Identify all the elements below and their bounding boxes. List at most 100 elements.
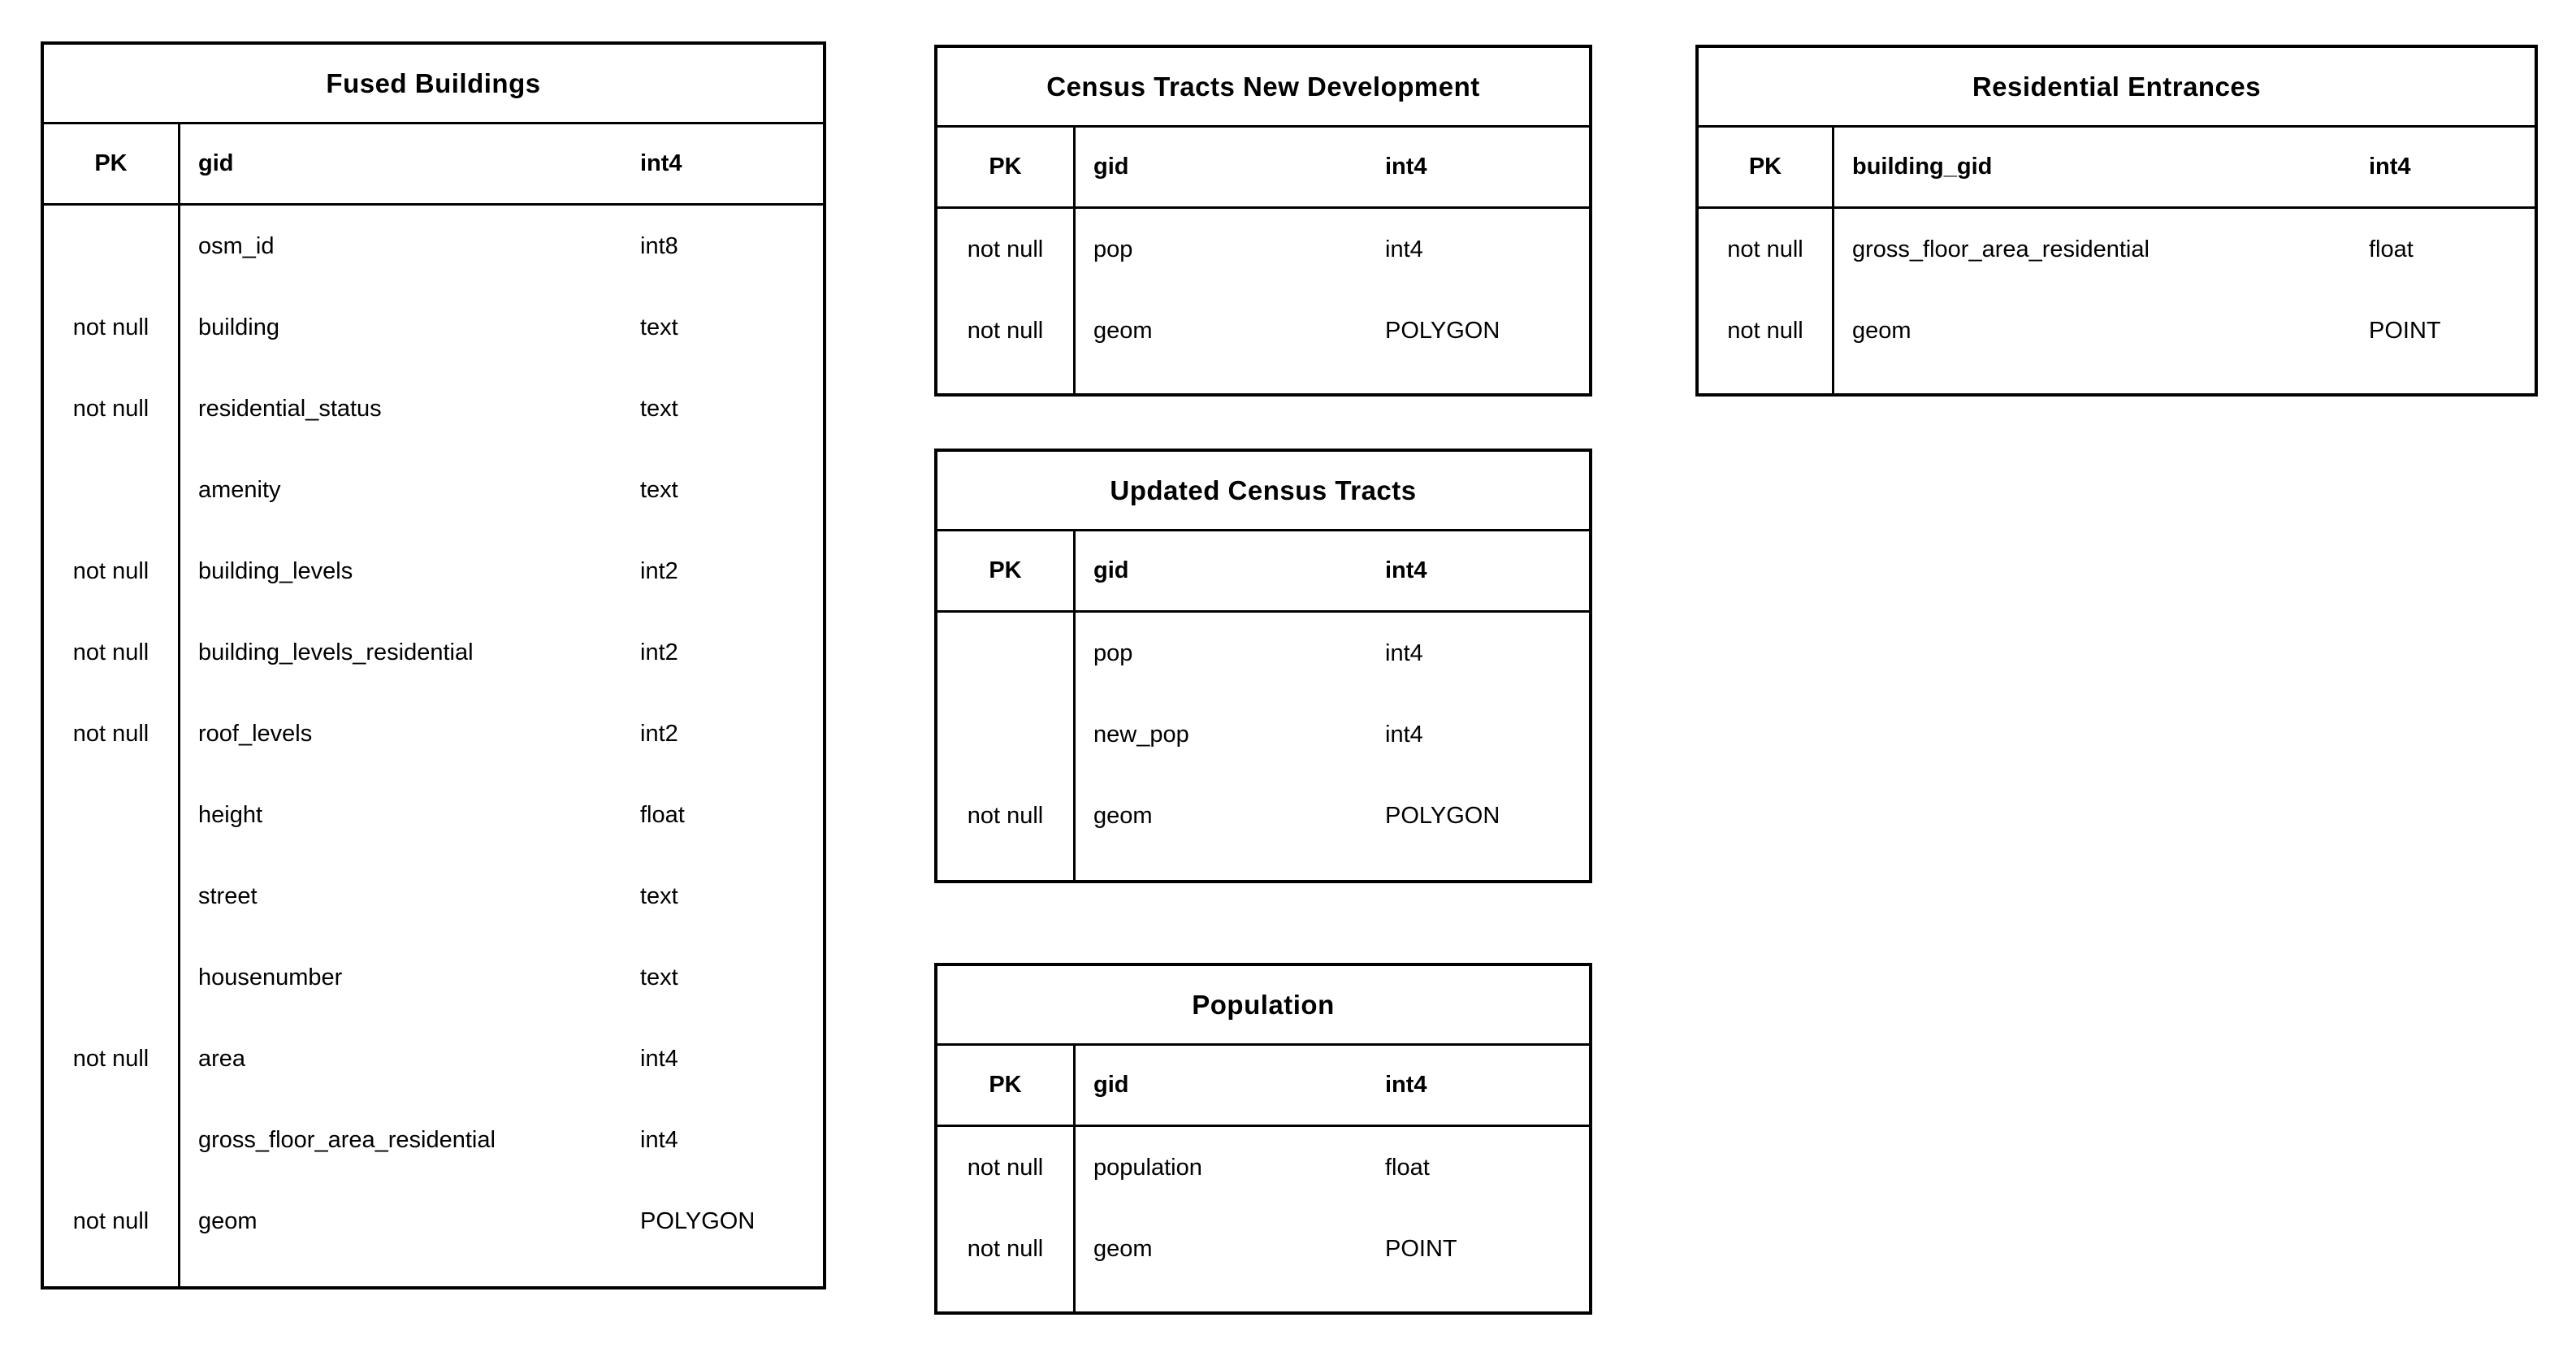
field-name-cell: geom bbox=[1852, 317, 1911, 344]
field-name-cell: new_pop bbox=[1093, 721, 1189, 748]
constraint-cell bbox=[44, 937, 180, 1018]
constraint-cell: not null bbox=[1699, 209, 1834, 290]
field-type-cell: text bbox=[640, 476, 678, 503]
constraint-cell: not null bbox=[44, 1181, 180, 1262]
field-name-cell: gross_floor_area_residential bbox=[1852, 236, 2150, 262]
field-type-cell: float bbox=[1385, 1154, 1430, 1181]
field-name-cell: gross_floor_area_residential bbox=[198, 1126, 496, 1153]
field-type-cell: float bbox=[2369, 236, 2414, 262]
field-type-cell: int4 bbox=[1385, 639, 1423, 666]
table-row: pop int4 bbox=[937, 613, 1589, 694]
table-row: not null population float bbox=[937, 1127, 1589, 1208]
field-name-cell: height bbox=[198, 801, 263, 828]
table-updated-census-tracts: Updated Census Tracts PK gid int4 pop in… bbox=[934, 449, 1592, 883]
pk-header-cell: PK bbox=[44, 124, 180, 203]
constraint-cell: not null bbox=[1699, 290, 1834, 371]
field-type-cell: float bbox=[640, 801, 685, 828]
table-row: not null area int4 bbox=[44, 1018, 823, 1099]
constraint-cell: not null bbox=[937, 1208, 1076, 1289]
field-type-cell: POLYGON bbox=[640, 1207, 755, 1234]
key-column-type-cell: int4 bbox=[1385, 557, 1427, 583]
key-column-name-cell: gid bbox=[1093, 557, 1129, 583]
table-row: not null building text bbox=[44, 287, 823, 368]
constraint-cell bbox=[44, 774, 180, 856]
table-row: not null gross_floor_area_residential fl… bbox=[1699, 209, 2535, 290]
table-footer-spacer bbox=[1699, 371, 2535, 393]
field-name-cell: geom bbox=[1093, 1235, 1153, 1262]
field-type-cell: text bbox=[640, 964, 678, 990]
pk-header-cell: PK bbox=[937, 1046, 1076, 1125]
field-name-cell: amenity bbox=[198, 476, 281, 503]
key-column-type-cell: int4 bbox=[640, 150, 682, 176]
field-type-cell: POLYGON bbox=[1385, 317, 1500, 344]
key-column-name-cell: gid bbox=[1093, 154, 1129, 180]
table-footer-spacer bbox=[937, 1289, 1589, 1311]
field-type-cell: text bbox=[640, 314, 678, 340]
table-row: not null geom POINT bbox=[937, 1208, 1589, 1289]
constraint-cell bbox=[937, 613, 1076, 694]
constraint-cell: not null bbox=[44, 693, 180, 774]
table-header-row: PK gid int4 bbox=[937, 531, 1589, 613]
table-row: not null residential_status text bbox=[44, 368, 823, 449]
field-name-cell: geom bbox=[1093, 802, 1153, 829]
constraint-cell: not null bbox=[937, 209, 1076, 290]
pk-header-cell: PK bbox=[937, 531, 1076, 610]
table-residential-entrances: Residential Entrances PK building_gid in… bbox=[1695, 45, 2538, 397]
field-name-cell: residential_status bbox=[198, 395, 382, 422]
field-name-cell: street bbox=[198, 882, 258, 909]
constraint-cell bbox=[44, 449, 180, 531]
table-row: not null roof_levels int2 bbox=[44, 693, 823, 774]
table-census-tracts-new-development: Census Tracts New Development PK gid int… bbox=[934, 45, 1592, 397]
table-title: Residential Entrances bbox=[1699, 48, 2535, 128]
field-type-cell: int4 bbox=[1385, 236, 1423, 262]
field-type-cell: POLYGON bbox=[1385, 802, 1500, 829]
key-column-name-cell: gid bbox=[1093, 1072, 1129, 1098]
field-type-cell: POINT bbox=[1385, 1235, 1457, 1262]
field-name-cell: building bbox=[198, 314, 279, 340]
field-name-cell: roof_levels bbox=[198, 720, 313, 747]
key-column-name-cell: gid bbox=[198, 150, 234, 176]
field-type-cell: int2 bbox=[640, 557, 678, 584]
key-column-type-cell: int4 bbox=[2369, 154, 2411, 180]
constraint-cell: not null bbox=[44, 531, 180, 612]
pk-header-cell: PK bbox=[1699, 128, 1834, 206]
table-row: height float bbox=[44, 774, 823, 856]
field-type-cell: text bbox=[640, 395, 678, 422]
table-row: osm_id int8 bbox=[44, 206, 823, 287]
field-type-cell: int4 bbox=[1385, 721, 1423, 748]
table-row: not null geom POINT bbox=[1699, 290, 2535, 371]
field-type-cell: POINT bbox=[2369, 317, 2441, 344]
table-row: new_pop int4 bbox=[937, 694, 1589, 775]
field-name-cell: geom bbox=[198, 1207, 258, 1234]
table-row: not null geom POLYGON bbox=[44, 1181, 823, 1262]
table-title: Population bbox=[937, 966, 1589, 1046]
table-row: not null building_levels int2 bbox=[44, 531, 823, 612]
table-footer-spacer bbox=[44, 1262, 823, 1286]
constraint-cell: not null bbox=[44, 287, 180, 368]
field-name-cell: pop bbox=[1093, 639, 1133, 666]
table-footer-spacer bbox=[937, 856, 1589, 880]
table-population: Population PK gid int4 not null populati… bbox=[934, 963, 1592, 1315]
field-type-cell: int4 bbox=[640, 1126, 678, 1153]
table-header-row: PK gid int4 bbox=[937, 128, 1589, 209]
field-name-cell: geom bbox=[1093, 317, 1153, 344]
field-name-cell: osm_id bbox=[198, 232, 275, 259]
constraint-cell: not null bbox=[937, 775, 1076, 856]
constraint-cell bbox=[44, 206, 180, 287]
table-header-row: PK gid int4 bbox=[937, 1046, 1589, 1127]
table-row: not null geom POLYGON bbox=[937, 290, 1589, 371]
table-row: amenity text bbox=[44, 449, 823, 531]
constraint-cell: not null bbox=[44, 1018, 180, 1099]
constraint-cell: not null bbox=[44, 368, 180, 449]
table-row: not null building_levels_residential int… bbox=[44, 612, 823, 693]
constraint-cell bbox=[937, 694, 1076, 775]
field-name-cell: housenumber bbox=[198, 964, 343, 990]
table-footer-spacer bbox=[937, 371, 1589, 393]
constraint-cell bbox=[44, 1099, 180, 1181]
pk-header-cell: PK bbox=[937, 128, 1076, 206]
field-name-cell: building_levels_residential bbox=[198, 639, 474, 665]
field-name-cell: building_levels bbox=[198, 557, 353, 584]
key-column-name-cell: building_gid bbox=[1852, 154, 1993, 180]
constraint-cell: not null bbox=[44, 612, 180, 693]
field-name-cell: area bbox=[198, 1045, 246, 1072]
